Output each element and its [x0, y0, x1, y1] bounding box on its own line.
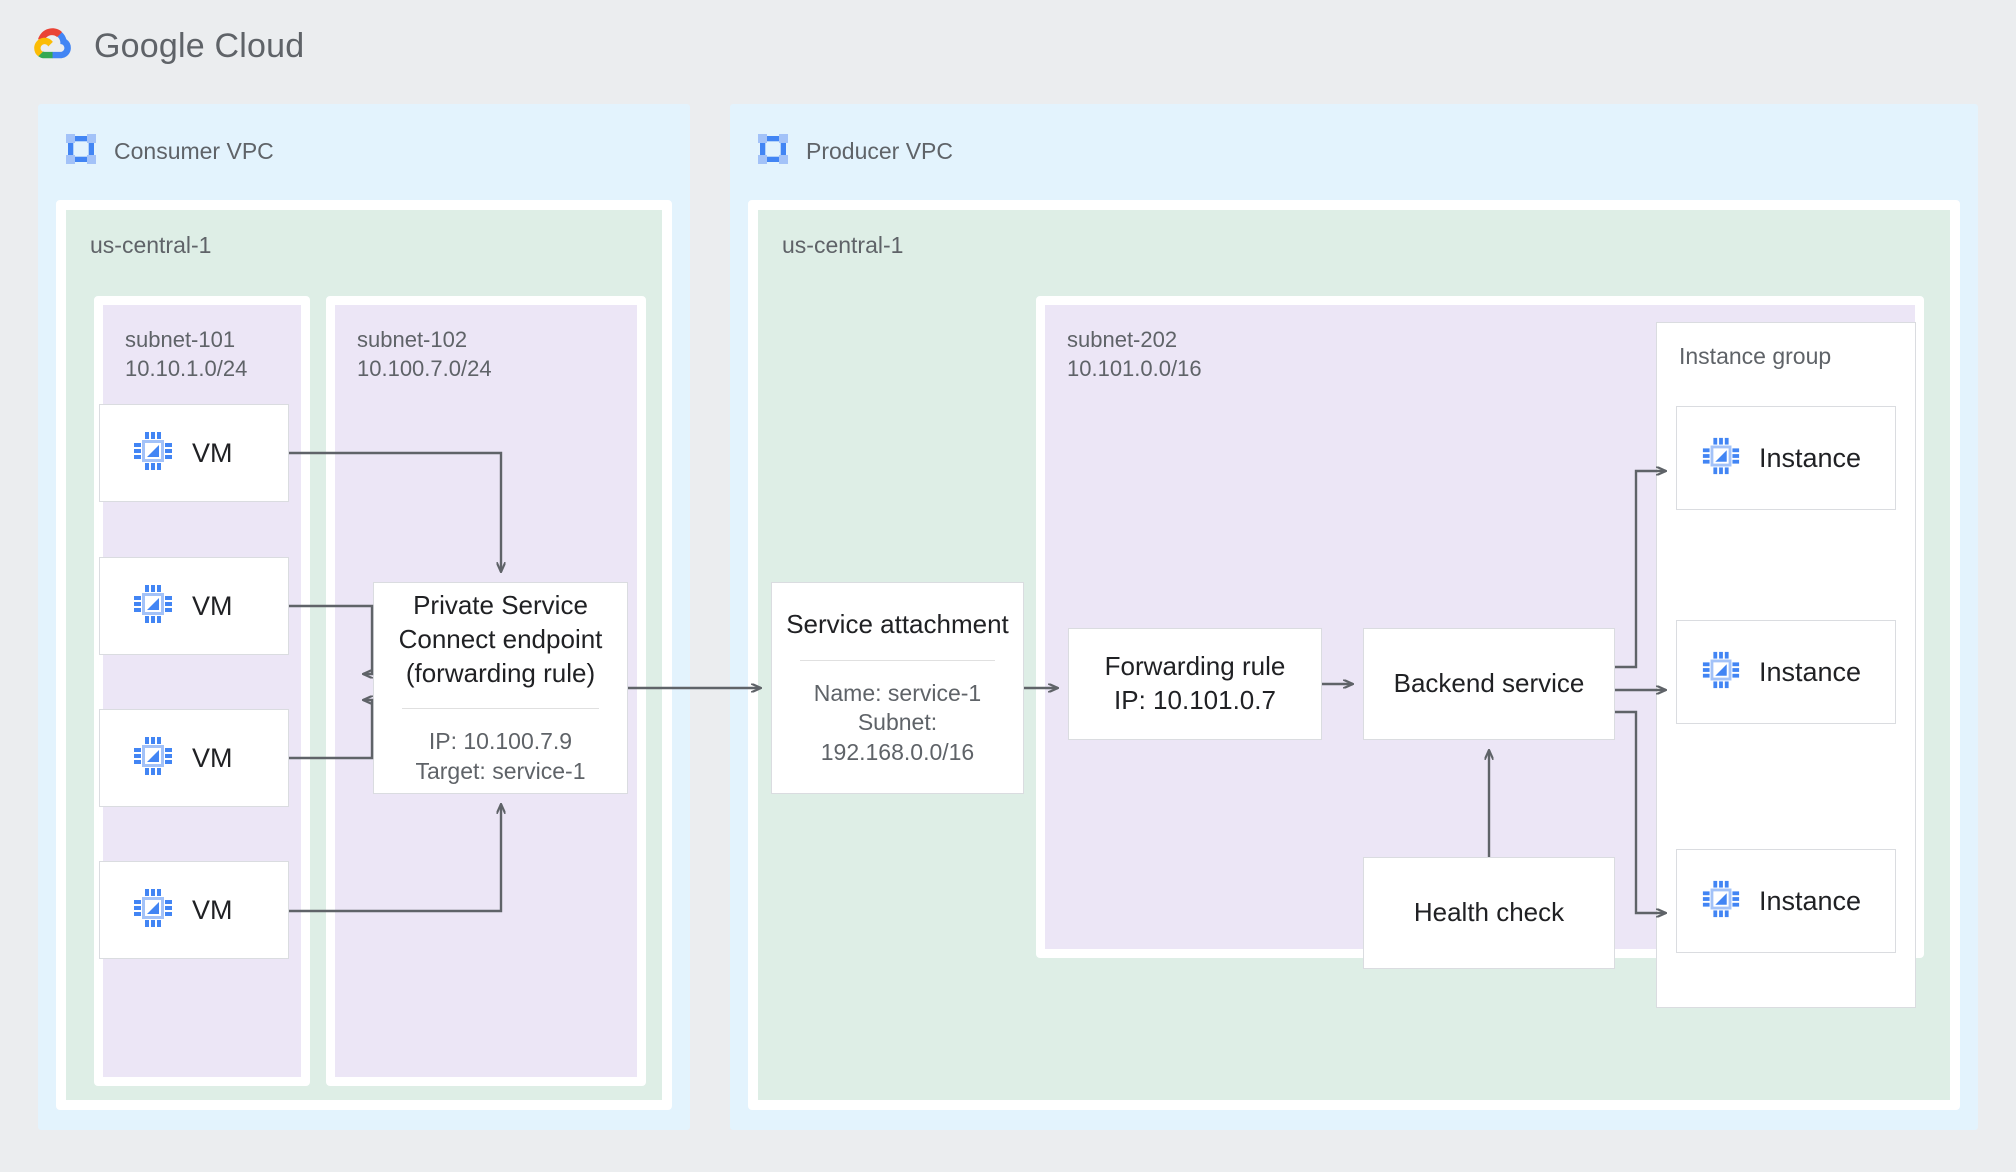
compute-engine-icon — [132, 583, 174, 630]
subnet-202-label: subnet-202 10.101.0.0/16 — [1067, 327, 1202, 382]
psc-endpoint-details: IP: 10.100.7.9 Target: service-1 — [415, 728, 586, 785]
vm-label: VM — [192, 894, 233, 925]
instance-label: Instance — [1759, 656, 1862, 687]
consumer-vpc-header: Consumer VPC — [64, 132, 274, 171]
service-attachment-card[interactable]: Service attachment Name: service-1 Subne… — [771, 582, 1024, 794]
vm-card-2[interactable]: VM — [99, 557, 289, 655]
vm-card-4[interactable]: VM — [99, 861, 289, 959]
service-attachment-details: Name: service-1 Subnet: 192.168.0.0/16 — [813, 679, 982, 766]
psc-endpoint-title: Private Service Connect endpoint (forwar… — [398, 589, 603, 688]
health-check-title: Health check — [1413, 897, 1565, 928]
producer-vpc-title: Producer VPC — [806, 138, 954, 164]
consumer-vpc-title: Consumer VPC — [114, 138, 274, 164]
subnet-102-label: subnet-102 10.100.7.0/24 — [357, 327, 492, 382]
forwarding-rule-card[interactable]: Forwarding rule IP: 10.101.0.7 — [1068, 628, 1322, 740]
producer-vpc-header: Producer VPC — [756, 132, 953, 171]
compute-engine-icon — [132, 735, 174, 782]
vm-card-1[interactable]: VM — [99, 404, 289, 502]
compute-engine-icon — [1701, 879, 1741, 924]
service-attachment-title: Service attachment — [786, 608, 1009, 639]
instance-card-2[interactable]: Instance — [1676, 620, 1896, 724]
vm-label: VM — [192, 590, 233, 621]
compute-engine-icon — [1701, 436, 1741, 481]
backend-service-title: Backend service — [1393, 668, 1585, 699]
compute-engine-icon — [132, 887, 174, 934]
instance-card-3[interactable]: Instance — [1676, 849, 1896, 953]
subnet-101-label: subnet-101 10.10.1.0/24 — [125, 327, 248, 382]
vpc-icon — [756, 132, 790, 171]
vm-card-3[interactable]: VM — [99, 709, 289, 807]
brand-name: Google Cloud — [94, 27, 305, 65]
forwarding-rule-title: Forwarding rule IP: 10.101.0.7 — [1104, 651, 1286, 715]
instance-label: Instance — [1759, 885, 1862, 916]
brand-header: Google Cloud — [30, 24, 304, 69]
psc-endpoint-divider — [401, 708, 600, 710]
vm-label: VM — [192, 742, 233, 773]
vpc-icon — [64, 132, 98, 171]
health-check-card[interactable]: Health check — [1363, 857, 1615, 969]
compute-engine-icon — [1701, 650, 1741, 695]
producer-region-label: us-central-1 — [782, 232, 904, 258]
instance-group-label: Instance group — [1679, 343, 1832, 369]
instance-card-1[interactable]: Instance — [1676, 406, 1896, 510]
consumer-region-label: us-central-1 — [90, 232, 212, 258]
service-attachment-divider — [799, 659, 996, 661]
vm-label: VM — [192, 437, 233, 468]
compute-engine-icon — [132, 430, 174, 477]
private-service-connect-endpoint-card[interactable]: Private Service Connect endpoint (forwar… — [373, 582, 628, 794]
google-cloud-logo-icon — [30, 24, 76, 69]
backend-service-card[interactable]: Backend service — [1363, 628, 1615, 740]
instance-label: Instance — [1759, 442, 1862, 473]
